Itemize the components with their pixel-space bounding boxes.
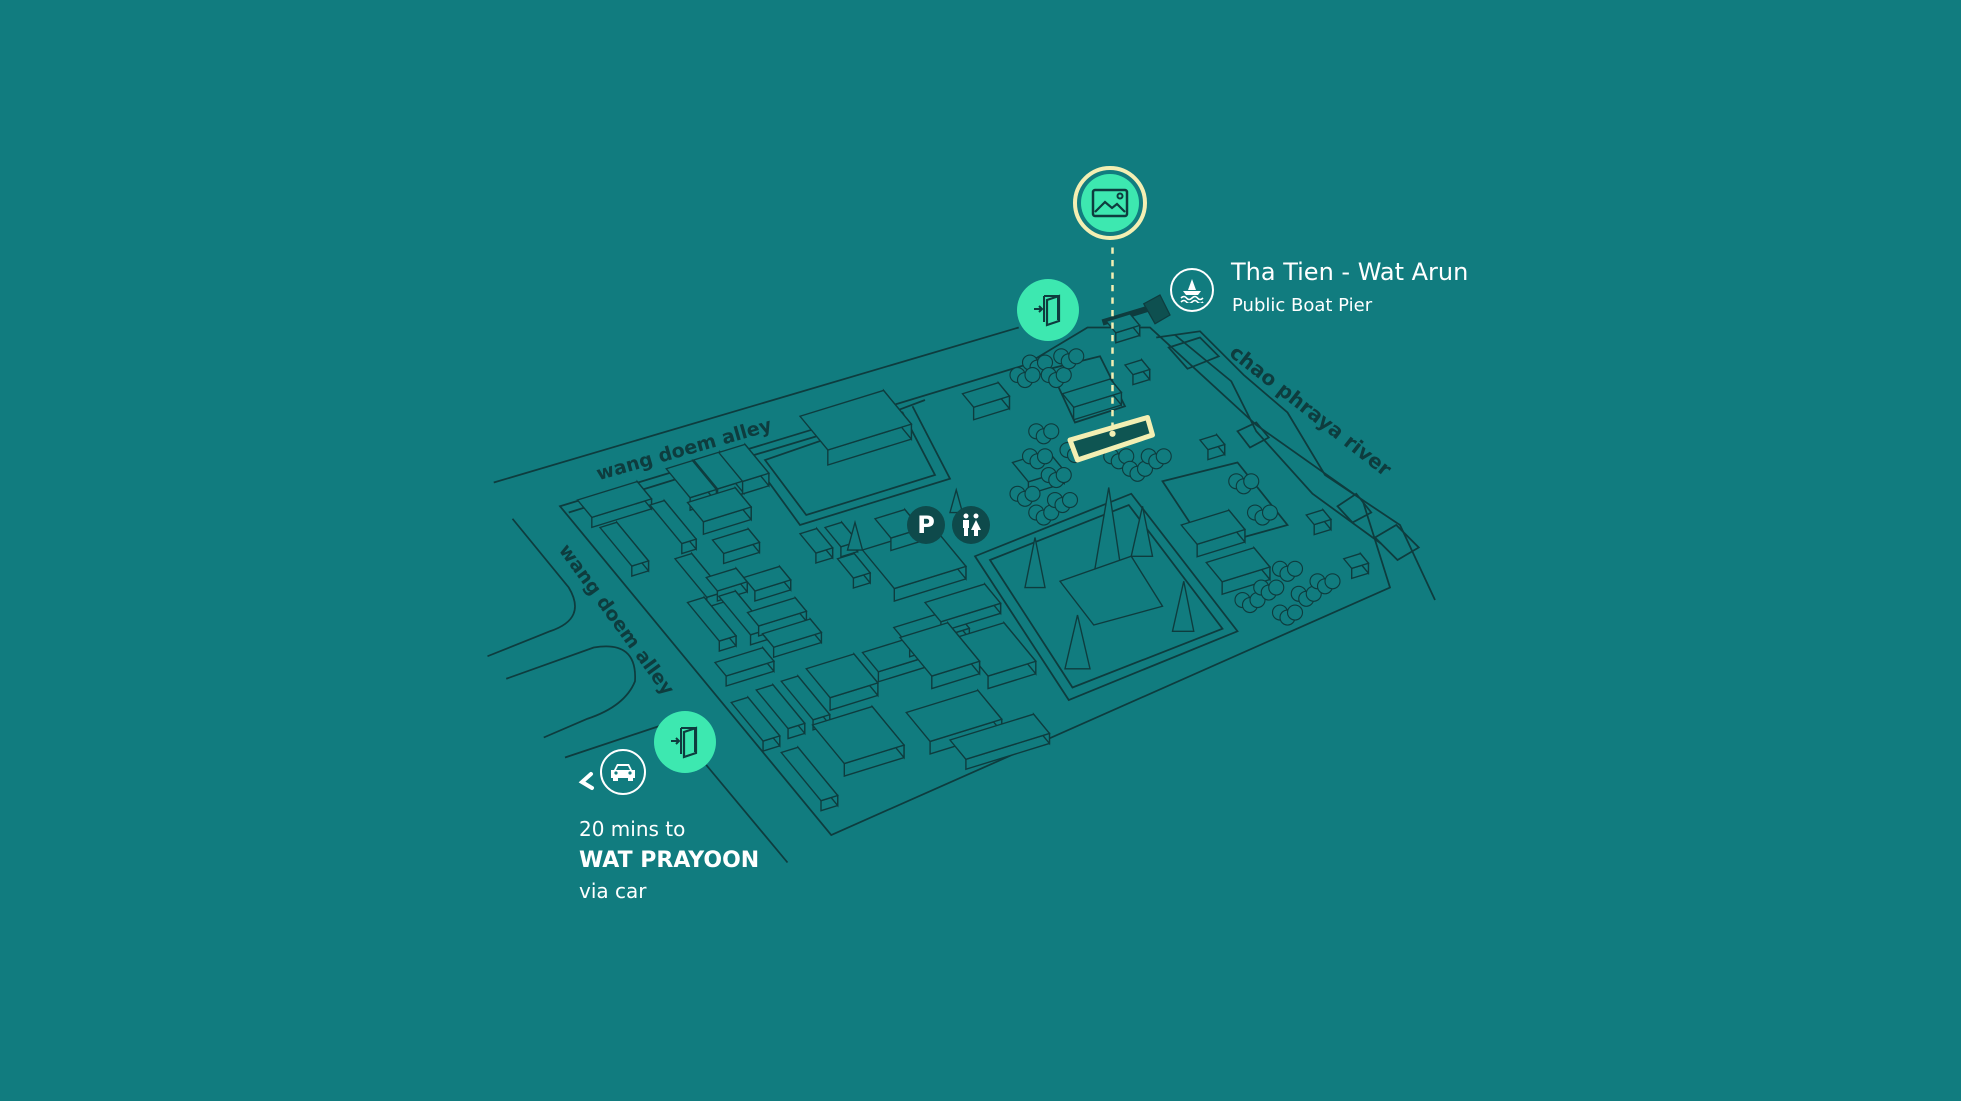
building <box>713 646 776 677</box>
building <box>780 746 839 802</box>
building <box>717 443 771 483</box>
tree <box>1286 604 1304 621</box>
building <box>711 528 761 555</box>
building <box>746 596 808 627</box>
image-icon <box>1091 188 1129 218</box>
tree <box>1036 448 1054 465</box>
photo-marker-button[interactable] <box>1073 166 1147 240</box>
tree <box>1024 485 1041 502</box>
trees <box>1009 348 1341 626</box>
building <box>1342 552 1370 570</box>
building <box>898 621 981 677</box>
tree <box>1055 366 1072 384</box>
building <box>805 653 880 699</box>
building <box>686 486 753 523</box>
restroom-icon <box>963 513 981 536</box>
route-destination: WAT PRAYOON <box>579 848 760 873</box>
building <box>836 552 872 579</box>
tree <box>1261 504 1279 521</box>
building <box>905 689 1003 743</box>
route-back-chevron[interactable] <box>577 770 595 792</box>
car-marker[interactable] <box>600 749 646 795</box>
door-entrance-icon <box>671 726 698 759</box>
pier-marker[interactable] <box>1170 268 1214 312</box>
parking-marker[interactable]: P <box>907 506 945 544</box>
building <box>755 684 806 730</box>
building <box>1123 359 1151 376</box>
tree <box>1061 491 1079 509</box>
building <box>1205 546 1272 583</box>
door-entrance-icon <box>1034 294 1061 327</box>
boat-icon <box>1180 279 1204 303</box>
building <box>923 583 1002 623</box>
temple-spires <box>846 487 1195 670</box>
building <box>1305 509 1333 526</box>
building <box>1180 509 1247 546</box>
tree <box>1268 579 1285 596</box>
route-mode: via car <box>579 879 647 903</box>
tree <box>1043 423 1060 440</box>
tree <box>1286 560 1304 577</box>
tree <box>1068 348 1085 365</box>
building <box>798 527 834 554</box>
building <box>811 705 906 765</box>
chevron-left-icon <box>578 772 594 790</box>
building <box>648 499 698 545</box>
building <box>598 521 650 567</box>
building <box>780 675 831 721</box>
tree <box>1243 473 1260 490</box>
building <box>948 713 1051 761</box>
building <box>730 696 781 742</box>
building <box>576 480 653 519</box>
pier-subtitle: Public Boat Pier <box>1232 295 1373 316</box>
roads <box>487 294 1436 864</box>
tree <box>1055 466 1072 484</box>
pier-title: Tha Tien - Wat Arun <box>1231 258 1469 286</box>
building <box>1061 378 1123 409</box>
restroom-marker[interactable] <box>952 506 990 544</box>
highlighted-building[interactable] <box>1067 415 1155 463</box>
building <box>961 381 1011 409</box>
building <box>1198 434 1226 451</box>
tree <box>1324 573 1341 590</box>
building <box>761 618 823 649</box>
building <box>798 389 913 451</box>
tree <box>1024 366 1041 384</box>
building <box>1105 313 1141 334</box>
entrance-marker-north[interactable] <box>1017 279 1079 341</box>
tree <box>1155 448 1172 465</box>
route-duration: 20 mins to <box>579 817 686 841</box>
building <box>665 459 718 499</box>
building <box>686 596 738 642</box>
entrance-marker-south[interactable] <box>654 711 716 773</box>
building <box>742 565 792 592</box>
car-icon <box>611 764 635 781</box>
